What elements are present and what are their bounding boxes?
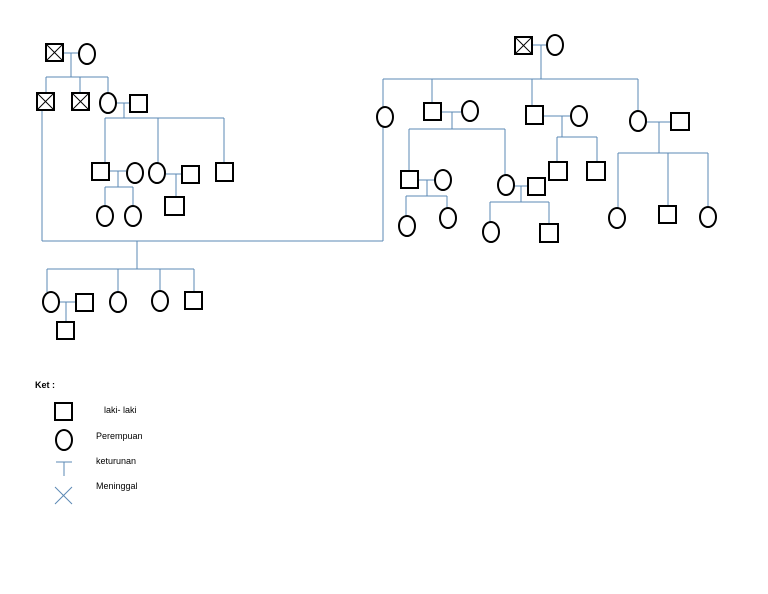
- female-symbol: [434, 169, 452, 191]
- male-symbol: [400, 170, 419, 189]
- male-symbol: [181, 165, 200, 184]
- male-symbol: [56, 321, 75, 340]
- female-symbol: [376, 106, 394, 128]
- female-symbol: [439, 207, 457, 229]
- male-symbol: [75, 293, 94, 312]
- male-symbol: [164, 196, 185, 216]
- female-symbol: [608, 207, 626, 229]
- legend-symbols: [54, 402, 73, 505]
- female-symbol: [461, 100, 479, 122]
- male-symbol: [184, 291, 203, 310]
- female-symbol: [497, 174, 515, 196]
- female-symbol: [99, 92, 117, 114]
- male-symbol: [548, 161, 568, 181]
- male-deceased-symbol: [36, 92, 55, 111]
- male-deceased-symbol: [45, 43, 64, 62]
- female-symbol: [570, 105, 588, 127]
- female-symbol: [42, 291, 60, 313]
- female-symbol: [96, 205, 114, 227]
- family-connector-lines: [41, 44, 709, 322]
- male-deceased-symbol: [71, 92, 90, 111]
- legend-square-icon: [54, 402, 73, 421]
- male-symbol: [527, 177, 546, 196]
- female-symbol: [126, 162, 144, 184]
- female-symbol: [629, 110, 647, 132]
- female-symbol: [398, 215, 416, 237]
- female-symbol: [148, 162, 166, 184]
- male-symbol: [658, 205, 677, 224]
- female-symbol: [151, 290, 169, 312]
- legend-label-descent: keturunan: [96, 456, 137, 466]
- legend-cross-icon: [54, 486, 73, 505]
- female-symbol: [78, 43, 96, 65]
- female-symbol: [546, 34, 564, 56]
- female-symbol: [482, 221, 500, 243]
- male-deceased-symbol: [514, 36, 533, 55]
- female-symbol: [124, 205, 142, 227]
- legend-circle-icon: [55, 429, 73, 451]
- male-symbol: [670, 112, 690, 131]
- male-symbol: [91, 162, 110, 181]
- female-symbol: [699, 206, 717, 228]
- legend-label-male: laki- laki: [104, 405, 137, 415]
- male-symbol: [586, 161, 606, 181]
- male-symbol: [525, 105, 544, 125]
- legend-descent-icon: [56, 461, 72, 476]
- male-symbol: [539, 223, 559, 243]
- male-symbol: [423, 102, 442, 121]
- legend-label-deceased: Meninggal: [96, 481, 138, 491]
- legend-label-female: Perempuan: [96, 431, 143, 441]
- male-symbol: [129, 94, 148, 113]
- legend-title: Ket :: [35, 380, 55, 390]
- male-symbol: [215, 162, 234, 182]
- female-symbol: [109, 291, 127, 313]
